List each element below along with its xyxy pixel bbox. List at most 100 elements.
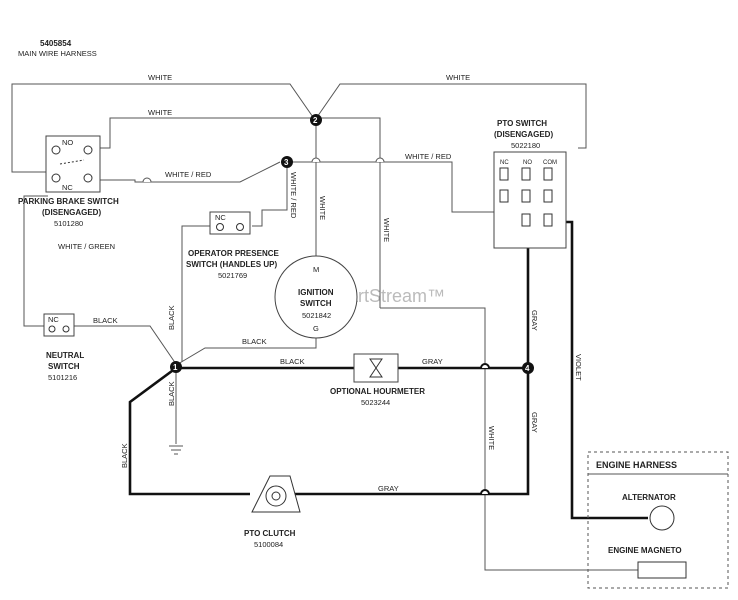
pb-terminal-3 bbox=[51, 173, 61, 183]
crossover-hops bbox=[142, 157, 490, 495]
pb-terminal-4 bbox=[83, 173, 93, 183]
wire-white-red-vert bbox=[252, 168, 288, 227]
label-white-vert-right: WHITE bbox=[382, 218, 391, 242]
pto-switch-com: COM bbox=[543, 160, 557, 166]
pto-clutch-hub bbox=[271, 491, 281, 501]
pto-pin-8 bbox=[543, 213, 553, 227]
engine-harness: ENGINE HARNESS ALTERNATOR ENGINE MAGNETO bbox=[587, 451, 729, 589]
op-terminal-2 bbox=[236, 223, 244, 231]
watermark: PartStream™ bbox=[336, 286, 445, 306]
op-presence-nc: NC bbox=[215, 213, 226, 222]
hourglass-icon bbox=[369, 358, 383, 378]
alternator-icon bbox=[649, 505, 675, 531]
wire-op-black bbox=[181, 225, 212, 362]
wire-black-ign bbox=[177, 338, 317, 365]
label-black-hour: BLACK bbox=[280, 357, 305, 366]
pb-terminal-2 bbox=[83, 145, 93, 155]
pto-switch-nc: NC bbox=[500, 160, 509, 166]
pto-pin-5 bbox=[521, 189, 531, 203]
pto-clutch-ring bbox=[265, 485, 287, 507]
junction-nodes: 2 3 1 4 bbox=[170, 114, 534, 374]
label-violet: VIOLET bbox=[574, 354, 583, 381]
pto-switch: PTO SWITCH (DISENGAGED) 5022180 NC NO CO… bbox=[493, 119, 567, 249]
node-3 bbox=[281, 156, 293, 168]
label-black-vert: BLACK bbox=[167, 305, 176, 330]
node-1-label: 1 bbox=[173, 363, 178, 372]
magneto-icon bbox=[637, 561, 687, 579]
parking-brake-body bbox=[45, 135, 101, 193]
label-gray-hour: GRAY bbox=[422, 357, 443, 366]
ignition-title2: SWITCH bbox=[300, 299, 332, 308]
hop-4 bbox=[480, 363, 490, 369]
pto-clutch-title: PTO CLUTCH bbox=[244, 529, 296, 538]
ignition-switch: M IGNITION SWITCH 5021842 G bbox=[274, 255, 358, 339]
wire-white-red-pto bbox=[290, 161, 520, 213]
pto-pin-7 bbox=[521, 213, 531, 227]
pto-clutch: PTO CLUTCH 5100084 bbox=[244, 475, 301, 549]
neutral-nc: NC bbox=[48, 315, 59, 324]
pto-pin-6 bbox=[543, 189, 553, 203]
wire-white-top bbox=[11, 83, 316, 173]
op-presence-title2: SWITCH (HANDLES UP) bbox=[186, 260, 277, 269]
neutral-title2: SWITCH bbox=[48, 362, 80, 371]
hop-3 bbox=[375, 157, 385, 163]
node-3-label: 3 bbox=[284, 158, 289, 167]
node-2-label: 2 bbox=[313, 116, 318, 125]
label-gray-pto-down: GRAY bbox=[530, 412, 539, 433]
pto-clutch-body bbox=[251, 475, 301, 513]
wire-black-neutral bbox=[72, 325, 177, 365]
wire-white-low bbox=[380, 307, 638, 571]
parking-brake-switch: NO NC PARKING BRAKE SWITCH (DISENGAGED) … bbox=[18, 135, 119, 228]
magneto-title: ENGINE MAGNETO bbox=[608, 546, 682, 555]
harness-name: MAIN WIRE HARNESS bbox=[18, 49, 97, 58]
label-gray-clutch: GRAY bbox=[378, 484, 399, 493]
neutral-title1: NEUTRAL bbox=[46, 351, 84, 360]
label-white-vert-ign: WHITE bbox=[318, 196, 327, 220]
label-white-top-right: WHITE bbox=[446, 73, 470, 82]
label-white-top: WHITE bbox=[148, 73, 172, 82]
operator-presence-switch: NC OPERATOR PRESENCE SWITCH (HANDLES UP)… bbox=[186, 211, 279, 280]
ignition-part: 5021842 bbox=[302, 311, 331, 320]
neutral-terminal-1 bbox=[48, 325, 56, 333]
engine-harness-title: ENGINE HARNESS bbox=[596, 460, 677, 470]
ignition-m: M bbox=[313, 265, 319, 274]
label-white-red-vert: WHITE / RED bbox=[289, 172, 298, 219]
parking-brake-part: 5101280 bbox=[54, 219, 83, 228]
ignition-title1: IGNITION bbox=[298, 288, 334, 297]
hourmeter-title: OPTIONAL HOURMETER bbox=[330, 387, 425, 396]
parking-brake-title1: PARKING BRAKE SWITCH bbox=[18, 197, 119, 206]
pto-switch-part: 5022180 bbox=[511, 141, 540, 150]
wire-gray-clutch bbox=[290, 368, 530, 496]
parking-brake-title2: (DISENGAGED) bbox=[42, 208, 101, 217]
wire-black-left bbox=[128, 366, 250, 496]
label-white-second: WHITE bbox=[148, 108, 172, 117]
label-white-red-pb: WHITE / RED bbox=[165, 170, 212, 179]
pto-switch-title2: (DISENGAGED) bbox=[494, 130, 553, 139]
label-black-ground: BLACK bbox=[167, 381, 176, 406]
parking-brake-no: NO bbox=[62, 138, 73, 147]
ignition-g: G bbox=[313, 324, 319, 333]
harness-part-number: 5405854 bbox=[40, 39, 72, 48]
heavy-wires bbox=[128, 366, 530, 496]
op-terminal-1 bbox=[216, 223, 224, 231]
neutral-switch: NC NEUTRAL SWITCH 5101216 bbox=[43, 313, 84, 382]
wire-white-red-pb bbox=[98, 161, 281, 183]
label-black-left: BLACK bbox=[120, 443, 129, 468]
label-black-ign: BLACK bbox=[242, 337, 267, 346]
pto-pin-2 bbox=[521, 167, 531, 181]
wire-white-second bbox=[98, 117, 381, 308]
parking-brake-nc: NC bbox=[62, 183, 73, 192]
hourmeter: OPTIONAL HOURMETER 5023244 bbox=[330, 353, 425, 407]
hop-5 bbox=[480, 489, 490, 495]
node-4-label: 4 bbox=[525, 364, 530, 373]
label-white-red-pto: WHITE / RED bbox=[405, 152, 452, 161]
pto-switch-no: NO bbox=[523, 160, 532, 166]
neutral-terminal-2 bbox=[62, 325, 70, 333]
neutral-body bbox=[43, 313, 75, 337]
label-black-neutral: BLACK bbox=[93, 316, 118, 325]
wire-labels: WHITE WHITE WHITE WHITE / RED WHITE / RE… bbox=[58, 73, 583, 493]
thin-wires bbox=[11, 83, 648, 571]
op-presence-part: 5021769 bbox=[218, 271, 247, 280]
ignition-body bbox=[274, 255, 358, 339]
